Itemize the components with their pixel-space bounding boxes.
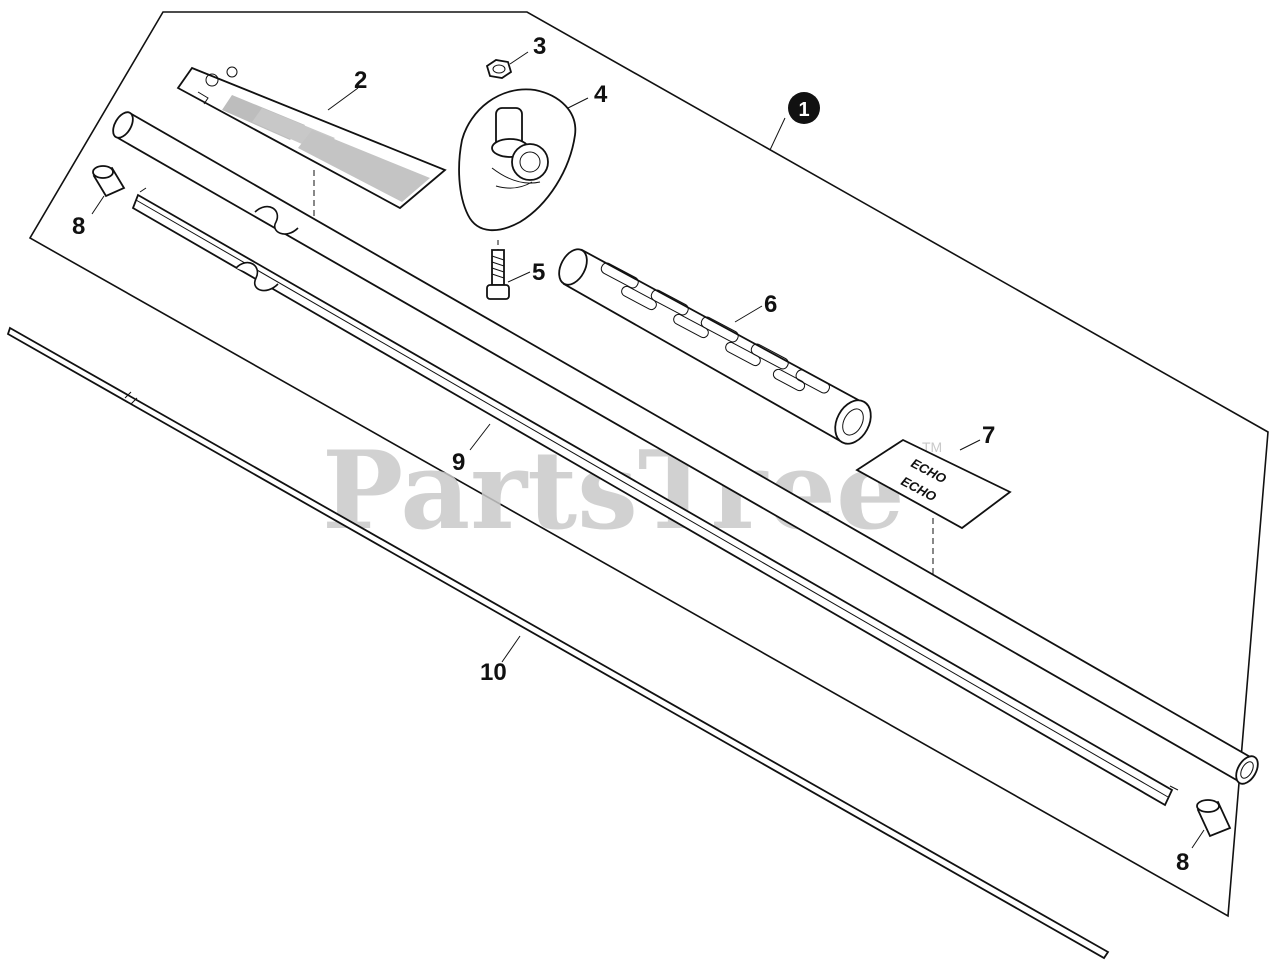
decal-part-7[interactable]: ECHO ECHO [855,438,1012,582]
liner-part-9[interactable] [131,187,1179,807]
grip-part-6[interactable] [553,245,877,450]
callout-3[interactable]: 3 [533,33,546,60]
assembly-marker-number: 1 [798,99,809,121]
callout-10[interactable]: 10 [480,659,507,686]
assembly-boundary [28,11,1269,918]
callout-6[interactable]: 6 [764,291,777,318]
callout-7[interactable]: 7 [982,422,995,449]
bracket-part-4[interactable] [458,88,577,232]
shaft-part-10[interactable] [6,326,1110,960]
bolt-part-5[interactable] [486,240,510,300]
bushing-part-8-left[interactable] [92,165,126,198]
nut-part-3[interactable] [485,59,513,79]
main-tube[interactable] [109,109,1262,788]
bushing-part-8-right[interactable] [1196,799,1232,838]
callout-8-right[interactable]: 8 [1176,849,1189,876]
callout-2[interactable]: 2 [354,67,367,94]
assembly-marker[interactable]: 1 [788,92,820,124]
decal-part-2[interactable] [176,66,447,232]
leader-lines [91,51,1205,849]
callout-4[interactable]: 4 [594,81,608,108]
callout-9[interactable]: 9 [452,449,465,476]
callout-8-left[interactable]: 8 [72,213,85,240]
callout-5[interactable]: 5 [532,259,545,286]
